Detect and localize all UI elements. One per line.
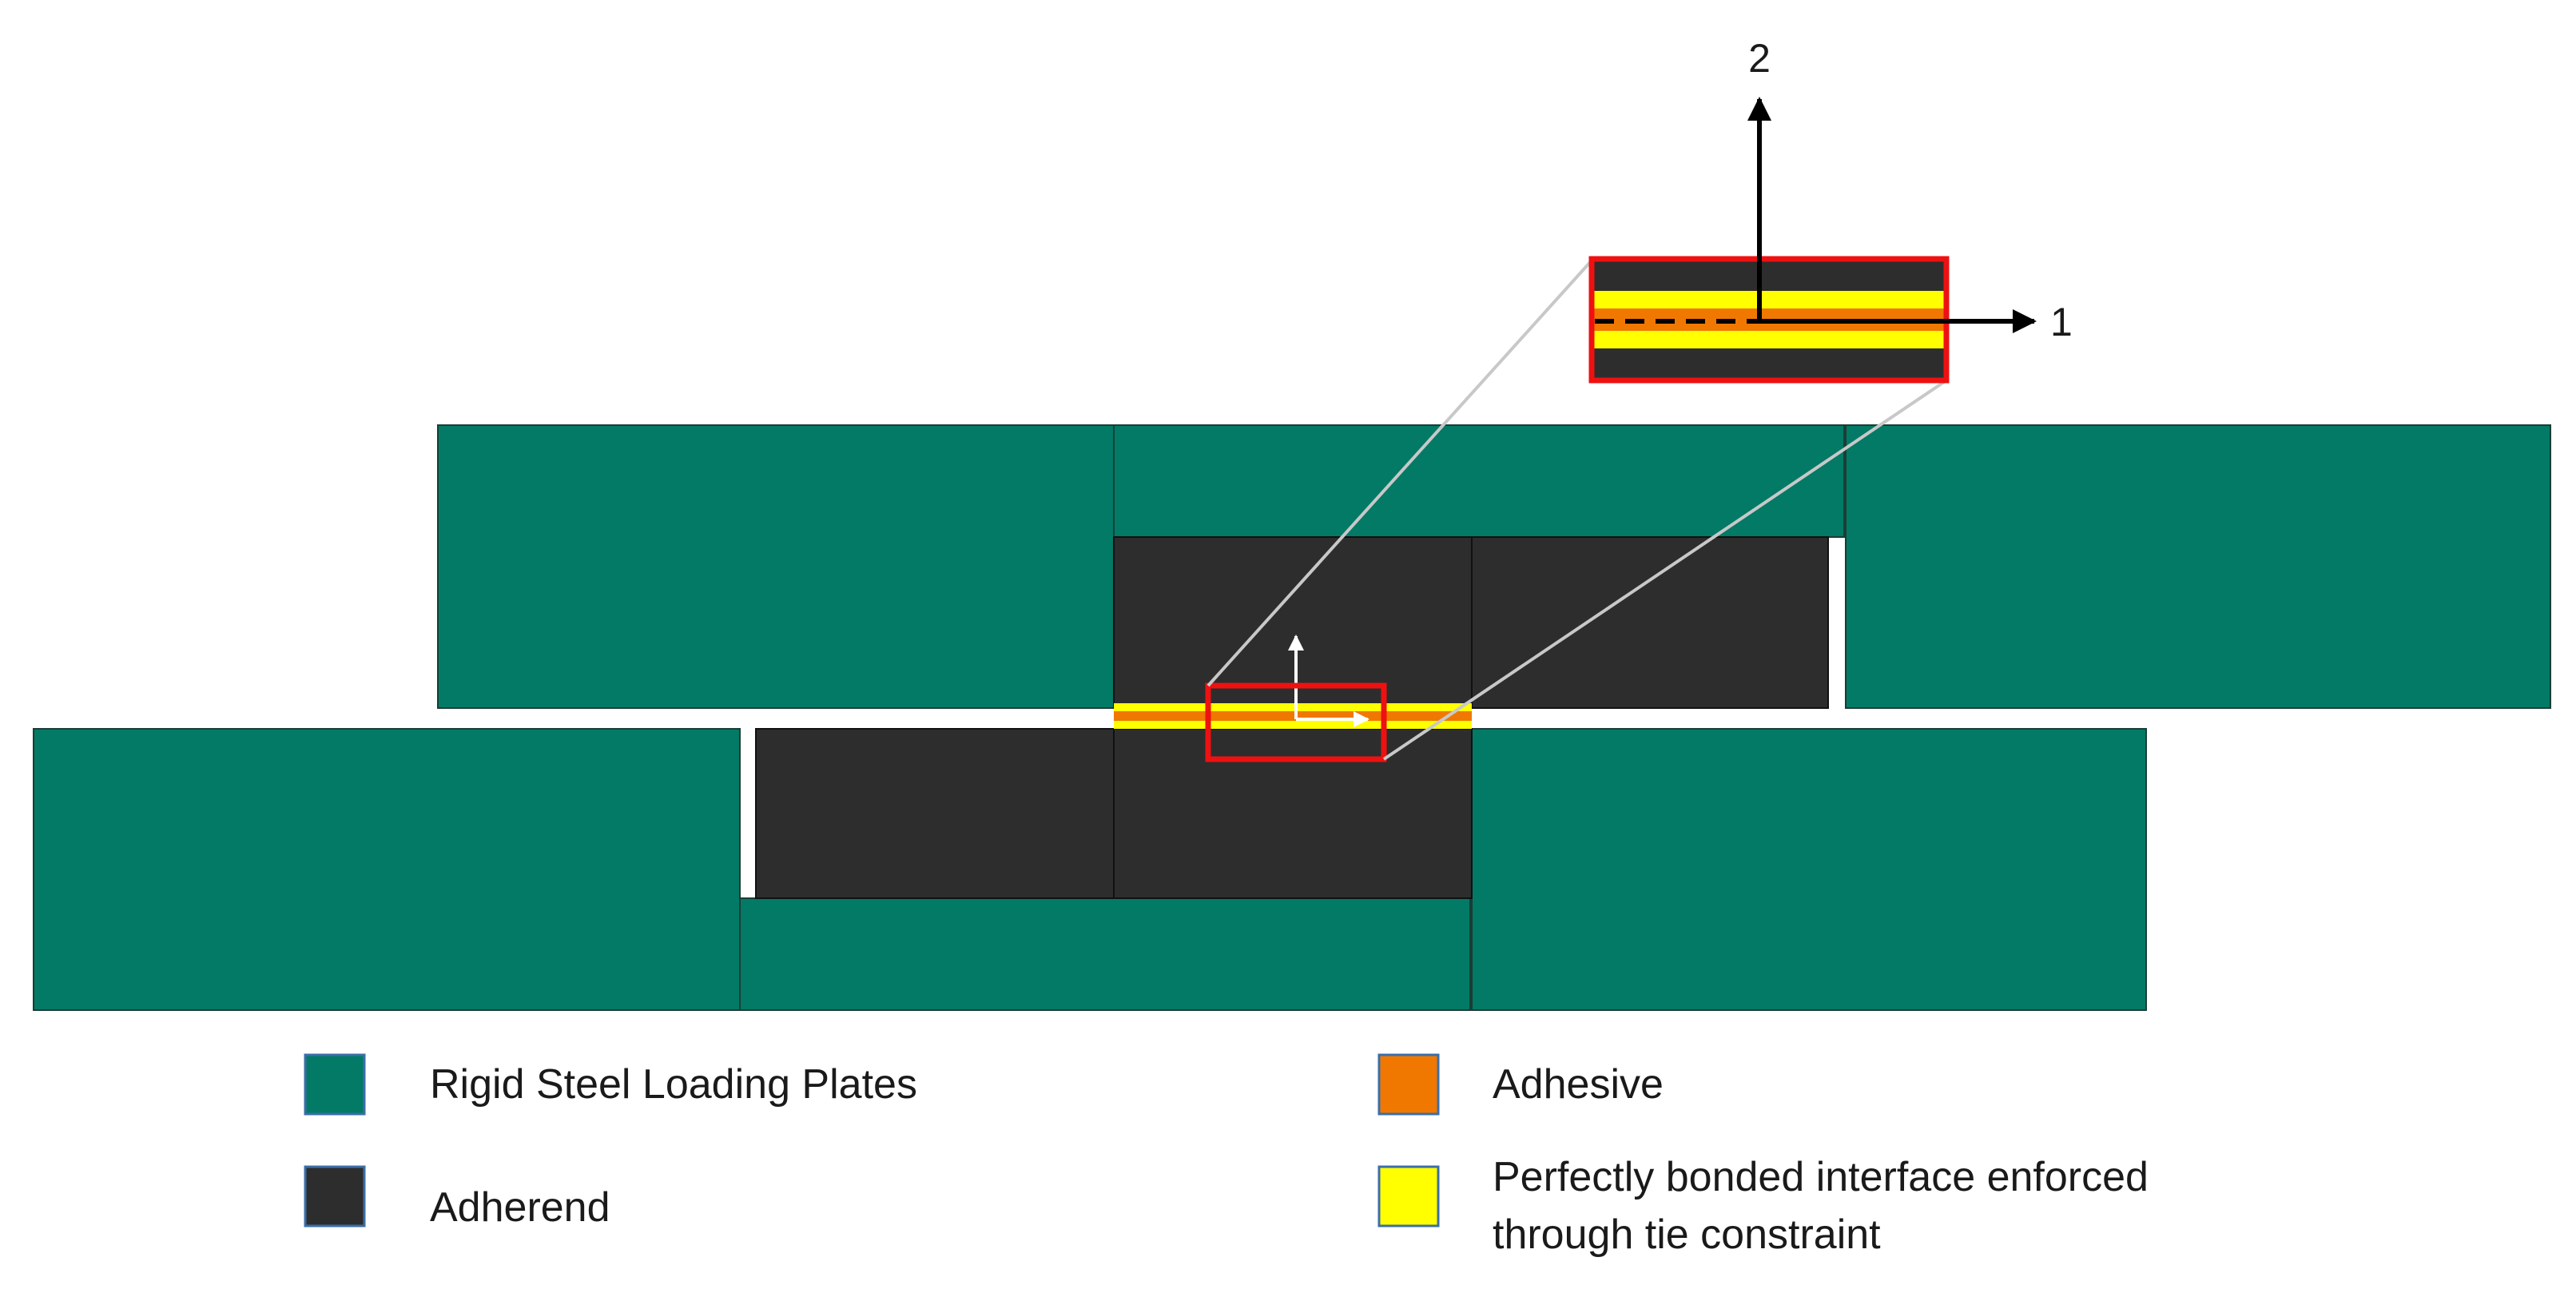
inset-adherend-top bbox=[1592, 259, 1946, 291]
adherends bbox=[755, 536, 1829, 899]
legend-swatch-plates bbox=[304, 1053, 366, 1116]
legend-label-interface-line2: through tie constraint bbox=[1493, 1212, 1881, 1258]
adherend-bottom-left bbox=[755, 728, 1115, 899]
legend-label-adherend: Adherend bbox=[430, 1184, 610, 1231]
plate-bottom-center bbox=[739, 897, 1471, 1011]
bondline bbox=[1114, 703, 1472, 729]
adherend-top-right bbox=[1471, 536, 1829, 709]
interface-layer-bottom bbox=[1114, 721, 1472, 729]
global-axes: 2 1 bbox=[1747, 36, 2073, 344]
inset-adherend-bottom bbox=[1592, 348, 1946, 380]
adherend-top-left bbox=[1113, 536, 1473, 709]
legend-label-interface-line1: Perfectly bonded interface enforced bbox=[1493, 1154, 2149, 1200]
inset-interface-top bbox=[1592, 291, 1946, 308]
legend-swatch-adherend bbox=[304, 1165, 366, 1227]
legend: Rigid Steel Loading Plates Adherend Adhe… bbox=[304, 1053, 2149, 1258]
axis-2-label: 2 bbox=[1748, 36, 1771, 81]
plate-top-right bbox=[1845, 424, 2551, 709]
interface-layer-top bbox=[1114, 703, 1472, 711]
axis-1-label: 1 bbox=[2050, 300, 2073, 344]
plate-bottom-right bbox=[1471, 728, 2147, 1011]
leader-line-lower bbox=[1382, 379, 1948, 761]
plate-top-center bbox=[1113, 424, 1845, 538]
legend-label-adhesive: Adhesive bbox=[1493, 1061, 1664, 1108]
callout bbox=[1205, 259, 1948, 762]
legend-swatch-adhesive bbox=[1377, 1053, 1440, 1116]
adhesive-layer bbox=[1114, 711, 1472, 721]
legend-swatch-interface bbox=[1377, 1165, 1440, 1227]
legend-label-plates: Rigid Steel Loading Plates bbox=[430, 1061, 917, 1108]
local-axes bbox=[1288, 635, 1369, 727]
leader-line-upper bbox=[1207, 259, 1593, 687]
steel-plates bbox=[33, 424, 2551, 1011]
zoom-inset bbox=[1588, 256, 1950, 384]
inset-interface-bottom bbox=[1592, 331, 1946, 348]
plate-bottom-left bbox=[33, 728, 741, 1011]
adherend-bottom-right bbox=[1113, 728, 1473, 899]
callout-source-box bbox=[1205, 682, 1387, 762]
plate-top-left bbox=[437, 424, 1115, 709]
